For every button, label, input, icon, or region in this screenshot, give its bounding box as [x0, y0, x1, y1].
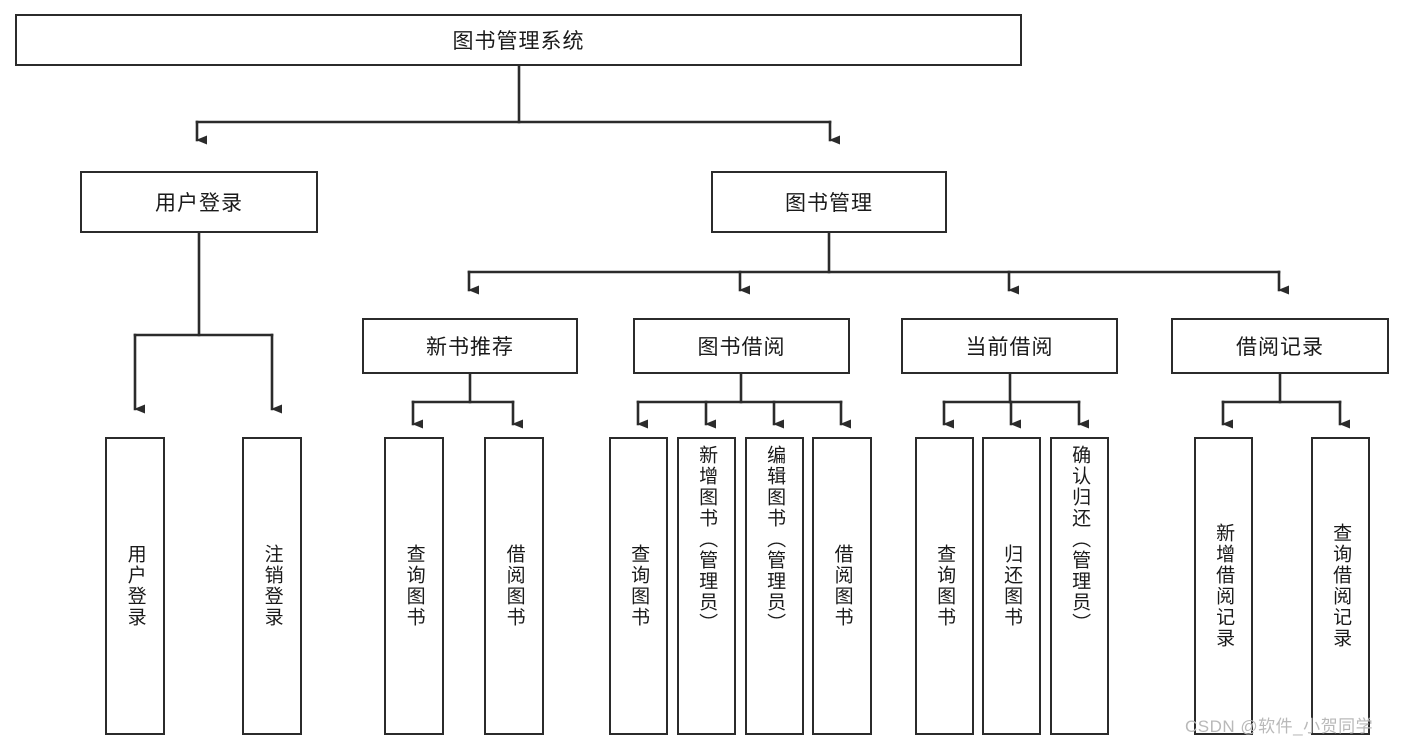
node-new-book-recommend[interactable]: 新书推荐	[362, 318, 578, 374]
leaf-add-record-label: 新增借阅记录	[1213, 523, 1235, 649]
leaf-query-book-2[interactable]: 查询图书	[609, 437, 668, 735]
leaf-return-book-label: 归还图书	[1001, 544, 1023, 628]
leaf-query-record-label: 查询借阅记录	[1330, 523, 1352, 649]
leaf-user-login-label: 用户登录	[124, 544, 146, 628]
leaf-borrow-book-1[interactable]: 借阅图书	[484, 437, 544, 735]
leaf-query-book-3-label: 查询图书	[934, 544, 956, 628]
node-user-login[interactable]: 用户登录	[80, 171, 318, 233]
node-borrow-record[interactable]: 借阅记录	[1171, 318, 1389, 374]
leaf-query-book-1-label: 查询图书	[403, 544, 425, 628]
leaf-query-book-3[interactable]: 查询图书	[915, 437, 974, 735]
csdn-watermark: CSDN @软件_小贺同学	[1185, 717, 1374, 736]
leaf-add-book-label: 新增图书（管理员）	[696, 445, 718, 634]
node-root-label: 图书管理系统	[452, 30, 585, 53]
node-new-book-recommend-label: 新书推荐	[426, 336, 514, 359]
node-current-borrow[interactable]: 当前借阅	[901, 318, 1118, 374]
node-book-borrow-label: 图书借阅	[697, 336, 786, 359]
leaf-user-login[interactable]: 用户登录	[105, 437, 165, 735]
leaf-borrow-book-2-label: 借阅图书	[831, 544, 853, 628]
leaf-borrow-book-2[interactable]: 借阅图书	[812, 437, 872, 735]
leaf-confirm-return-label: 确认归还（管理员）	[1069, 445, 1091, 634]
node-book-manage[interactable]: 图书管理	[711, 171, 947, 233]
node-current-borrow-label: 当前借阅	[965, 336, 1054, 359]
leaf-confirm-return[interactable]: 确认归还（管理员）	[1050, 437, 1109, 735]
leaf-query-record[interactable]: 查询借阅记录	[1311, 437, 1370, 735]
node-book-borrow[interactable]: 图书借阅	[633, 318, 850, 374]
leaf-edit-book[interactable]: 编辑图书（管理员）	[745, 437, 804, 735]
leaf-borrow-book-1-label: 借阅图书	[503, 544, 525, 628]
leaf-user-logout-label: 注销登录	[261, 544, 283, 628]
node-root[interactable]: 图书管理系统	[15, 14, 1022, 66]
node-book-manage-label: 图书管理	[785, 192, 873, 215]
leaf-return-book[interactable]: 归还图书	[982, 437, 1041, 735]
leaf-query-book-2-label: 查询图书	[628, 544, 650, 628]
leaf-add-record[interactable]: 新增借阅记录	[1194, 437, 1253, 735]
node-borrow-record-label: 借阅记录	[1236, 336, 1324, 359]
leaf-query-book-1[interactable]: 查询图书	[384, 437, 444, 735]
leaf-add-book[interactable]: 新增图书（管理员）	[677, 437, 736, 735]
leaf-user-logout[interactable]: 注销登录	[242, 437, 302, 735]
leaf-edit-book-label: 编辑图书（管理员）	[764, 445, 786, 634]
node-user-login-label: 用户登录	[155, 192, 243, 215]
